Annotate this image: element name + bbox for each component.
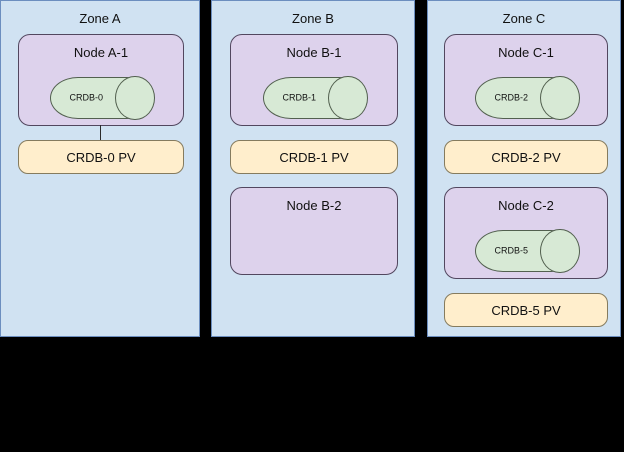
pv-label: CRDB-2 PV: [491, 149, 561, 165]
node-title-c-1: Node C-1: [498, 45, 554, 60]
database-label: CRDB-0: [69, 92, 103, 103]
pv-box-crdb-1[interactable]: CRDB-1 PV: [230, 140, 398, 174]
node-box-c-2[interactable]: Node C-2 CRDB-5: [444, 187, 608, 279]
pv-label: CRDB-1 PV: [279, 149, 349, 165]
cylinder-cap-icon: [328, 76, 368, 120]
database-label: CRDB-1: [282, 92, 316, 103]
zone-title-b: Zone B: [292, 11, 334, 26]
pv-label: CRDB-0 PV: [66, 149, 136, 165]
node-box-c-1[interactable]: Node C-1 CRDB-2: [444, 34, 608, 126]
cylinder-cap-icon: [115, 76, 155, 120]
database-cylinder-crdb-5[interactable]: CRDB-5: [475, 229, 580, 273]
cylinder-cap-icon: [540, 229, 580, 273]
pv-box-crdb-0[interactable]: CRDB-0 PV: [18, 140, 184, 174]
node-title-c-2: Node C-2: [498, 198, 554, 213]
node-box-b-2[interactable]: Node B-2: [230, 187, 398, 275]
database-cylinder-crdb-0[interactable]: CRDB-0: [50, 76, 155, 120]
connector-node-a1-to-pv-crdb-0: [100, 125, 101, 142]
pv-box-crdb-2[interactable]: CRDB-2 PV: [444, 140, 608, 174]
node-title-b-1: Node B-1: [286, 45, 342, 60]
node-box-a-1[interactable]: Node A-1 CRDB-0: [18, 34, 184, 126]
database-cylinder-crdb-1[interactable]: CRDB-1: [263, 76, 368, 120]
cylinder-cap-icon: [540, 76, 580, 120]
zone-panel-a[interactable]: Zone A Node A-1 CRDB-0 CRDB-0 PV: [0, 0, 200, 337]
zone-panel-b[interactable]: Zone B Node B-1 CRDB-1 CRDB-1 PV Node B-…: [211, 0, 525, 337]
database-cylinder-crdb-2[interactable]: CRDB-2: [475, 76, 580, 120]
zone-panel-c[interactable]: Zone C Node C-1 CRDB-2 CRDB-2 PV Node C-…: [427, 0, 621, 337]
database-label: CRDB-5: [494, 245, 528, 256]
pv-label: CRDB-5 PV: [491, 302, 561, 318]
node-title-b-2: Node B-2: [286, 198, 342, 213]
pv-box-crdb-5[interactable]: CRDB-5 PV: [444, 293, 608, 327]
zone-title-c: Zone C: [502, 11, 546, 26]
zone-title-a: Zone A: [79, 11, 121, 26]
node-box-b-1[interactable]: Node B-1 CRDB-1: [230, 34, 398, 126]
database-label: CRDB-2: [494, 92, 528, 103]
node-title-a-1: Node A-1: [73, 45, 129, 60]
